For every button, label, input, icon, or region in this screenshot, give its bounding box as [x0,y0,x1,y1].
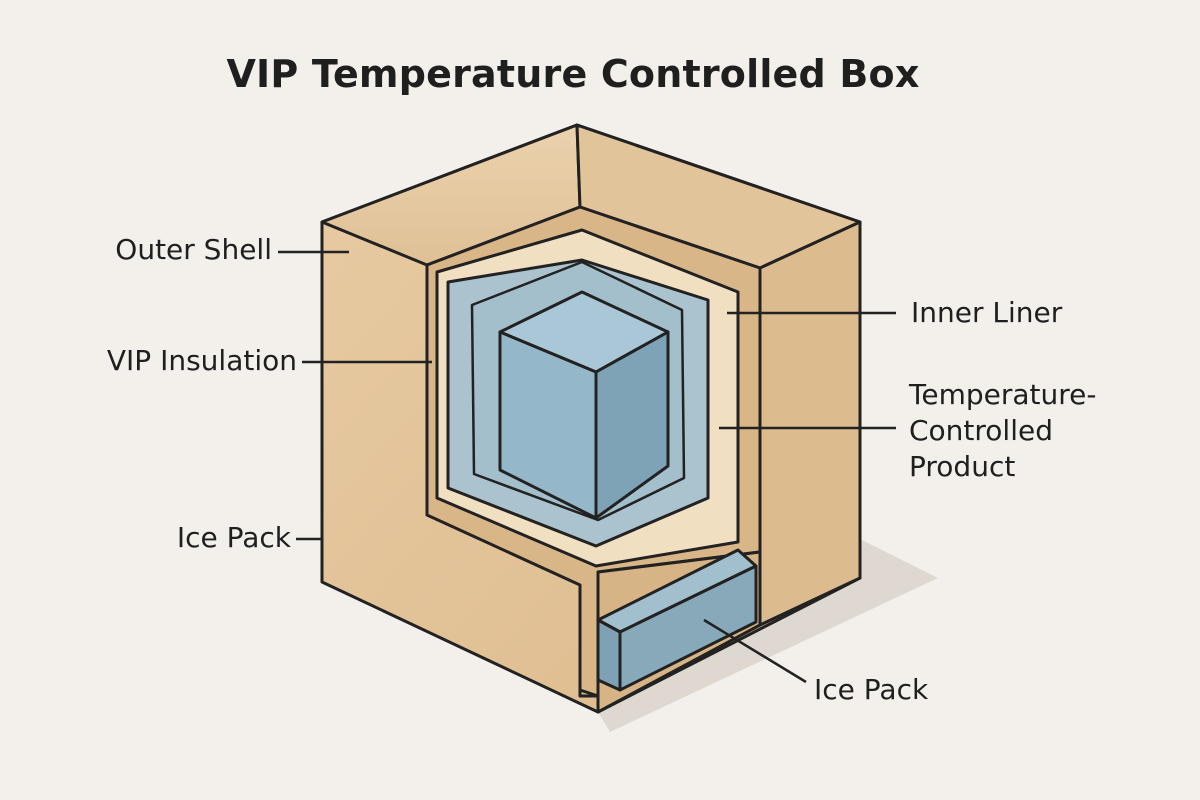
bottom-notch [578,585,600,712]
ice-pack-side [618,564,758,692]
ice-pack-front [596,618,622,692]
outer-shell-right-face [758,220,862,627]
leader-ice-pack-bottom [703,618,807,684]
label-outer-shell: Outer Shell [115,233,272,266]
diagram-title: VIP Temperature Controlled Box [226,52,920,96]
floor-shadow [598,540,938,732]
label-vip-insulation: VIP Insulation [106,344,297,377]
label-ice-pack-left: Ice Pack [176,521,291,554]
label-ice-pack-bottom: Ice Pack [814,673,929,706]
label-inner-liner: Inner Liner [911,296,1063,329]
label-temperature-controlled-product: Temperature- Controlled Product [909,378,1097,483]
product-cube-right [594,330,670,520]
